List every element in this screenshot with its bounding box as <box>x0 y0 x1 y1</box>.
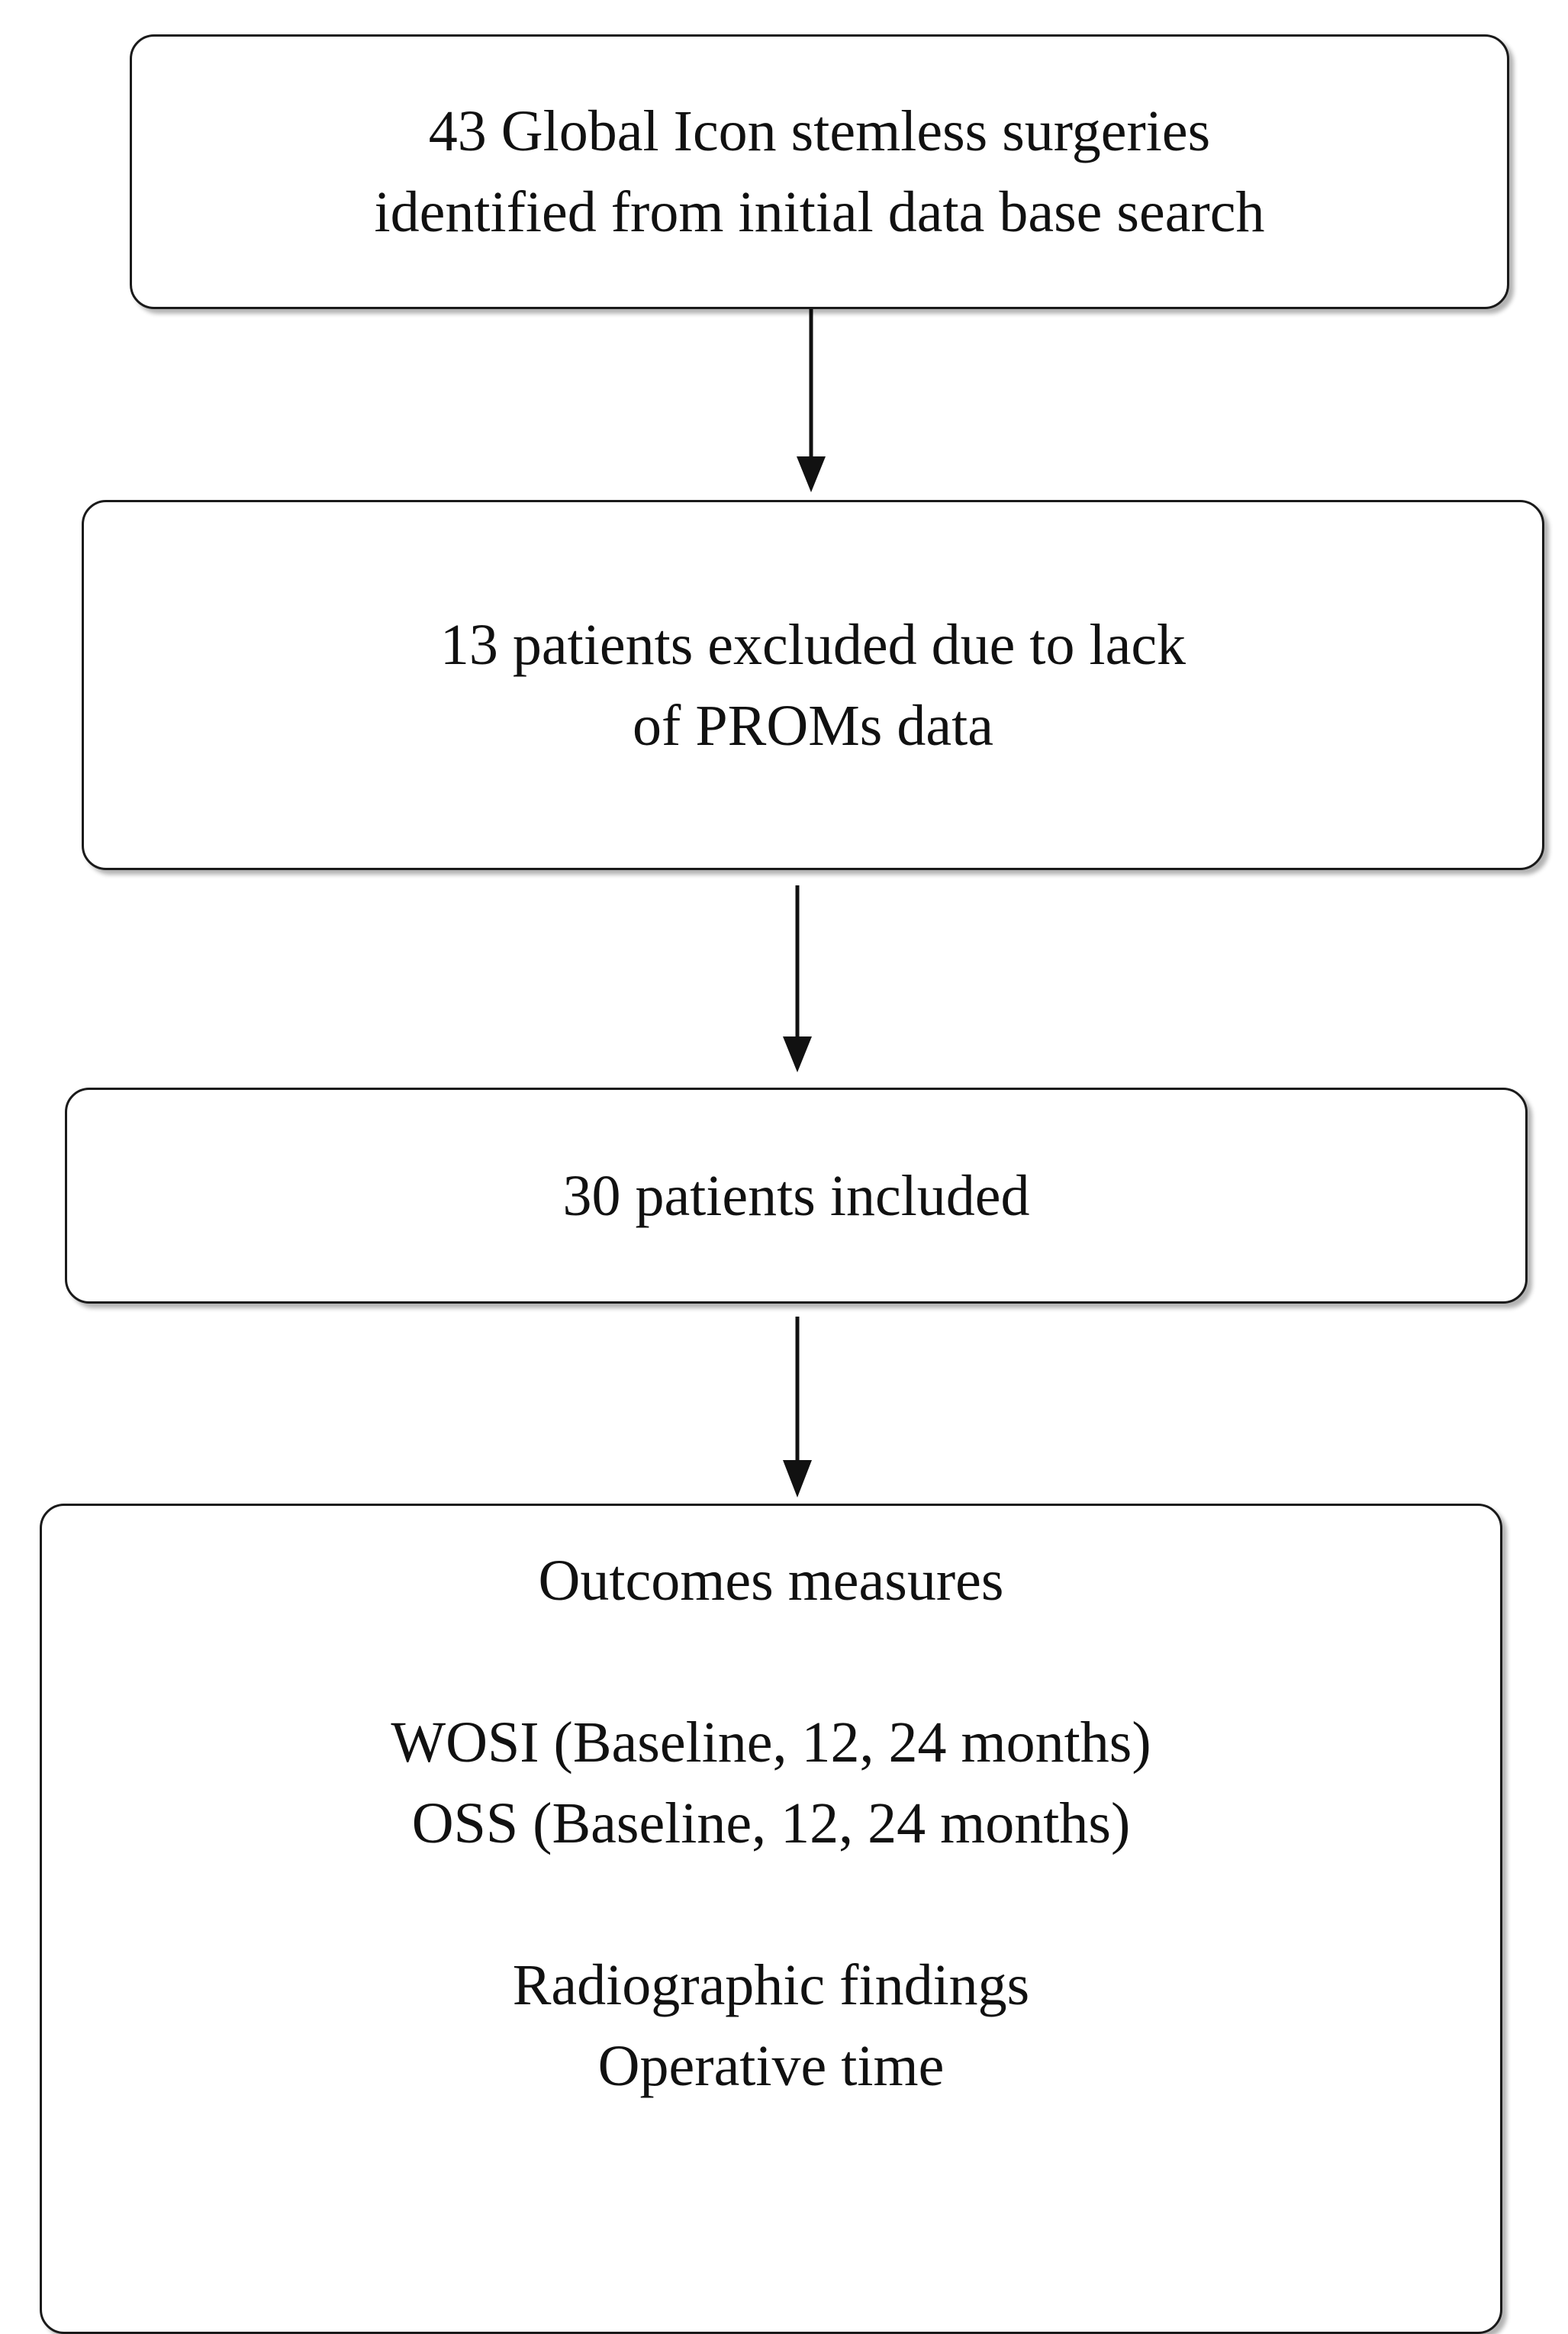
step-excluded-line-2: of PROMs data <box>633 693 993 758</box>
step-included-line: 30 patients included <box>562 1163 1030 1228</box>
step-outcomes-box: Outcomes measures WOSI (Baseline, 12, 24… <box>40 1504 1502 2334</box>
outcome-radiographic: Radiographic findings <box>512 1953 1030 2017</box>
arrow-3 <box>783 1317 812 1497</box>
arrow-1 <box>797 309 826 492</box>
step-identified-box: 43 Global Icon stemless surgeries identi… <box>130 34 1509 309</box>
step-excluded-line-1: 13 patients excluded due to lack <box>439 612 1186 677</box>
step-identified-line-1: 43 Global Icon stemless surgeries <box>428 99 1211 163</box>
outcome-oss: OSS (Baseline, 12, 24 months) <box>411 1791 1131 1855</box>
step-identified-line-2: identified from initial data base search <box>374 180 1265 244</box>
step-excluded-box: 13 patients excluded due to lack of PROM… <box>82 500 1544 870</box>
outcome-operative-time: Operative time <box>597 2034 945 2098</box>
outcomes-heading: Outcomes measures <box>538 1549 1004 1613</box>
outcome-wosi: WOSI (Baseline, 12, 24 months) <box>391 1710 1151 1775</box>
step-included-box: 30 patients included <box>65 1088 1528 1304</box>
arrow-2 <box>783 885 812 1072</box>
